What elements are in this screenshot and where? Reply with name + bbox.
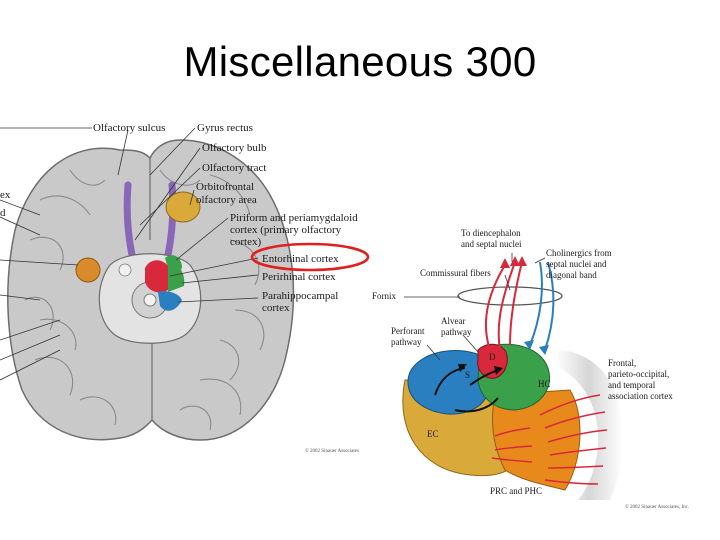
olfactory-tract-right xyxy=(164,181,177,259)
association-cortex-band xyxy=(555,350,623,500)
label-piriform-1: Piriform and periamygdaloid xyxy=(230,212,358,224)
label-cholinergic-1: Cholinergics from xyxy=(546,248,612,258)
efferent-arrows xyxy=(484,261,523,351)
label-region-ec: EC xyxy=(427,429,439,439)
label-cholinergic-2: septal nuclei and xyxy=(546,259,607,269)
label-piriform-3: cortex) xyxy=(230,236,261,248)
label-gyrus-rectus: Gyrus rectus xyxy=(197,122,253,134)
label-fornix: Fornix xyxy=(372,291,397,301)
slide-title: Miscellaneous 300 xyxy=(183,38,537,85)
entorhinal-highlight xyxy=(250,242,370,272)
label-alvear-2: pathway xyxy=(441,327,472,337)
label-olfactory-bulb: Olfactory bulb xyxy=(202,142,267,154)
orbitofrontal-area xyxy=(165,191,201,223)
label-parahippocampal-1: Parahippocampal xyxy=(262,290,338,302)
label-perforant-2: pathway xyxy=(391,337,422,347)
label-olfactory-tract: Olfactory tract xyxy=(202,162,266,174)
fornix-ring xyxy=(457,286,563,306)
afferent-arrows xyxy=(529,261,555,351)
label-alvear-1: Alvear xyxy=(441,316,466,326)
label-region-hc: HC xyxy=(538,379,551,389)
label-region-d: D xyxy=(489,352,496,362)
region-s xyxy=(407,349,494,415)
region-prc-phc xyxy=(491,389,581,491)
label-frontal-2: parieto-occipital, xyxy=(608,369,669,379)
label-region-s: S xyxy=(465,370,470,380)
ec-input-arrows xyxy=(491,427,533,463)
cortical-input-arrows xyxy=(539,394,608,485)
label-entorhinal: Entorhinal cortex xyxy=(262,253,339,265)
left-temporal-region xyxy=(75,257,101,283)
label-left-cut-2: d xyxy=(0,207,6,219)
label-perforant-1: Perforant xyxy=(391,326,425,336)
label-frontal-4: association cortex xyxy=(608,391,673,401)
label-left-cut-1: ex xyxy=(0,189,11,201)
label-prc-phc: PRC and PHC xyxy=(490,486,542,496)
perirhinal-region xyxy=(168,264,185,292)
parahippocampal-region xyxy=(158,291,182,311)
gyri-lines xyxy=(24,169,265,431)
brain-ventral-view: Olfactory sulcus Gyrus rectus Olfactory … xyxy=(0,122,370,454)
brain-leader-lines xyxy=(0,127,259,381)
label-frontal-3: and temporal xyxy=(608,380,656,390)
label-to-diencephalon-2: and septal nuclei xyxy=(461,239,522,249)
label-to-diencephalon-1: To diencephalon xyxy=(461,228,521,238)
hippo-copyright: © 2002 Sinauer Associates, Inc. xyxy=(625,504,689,510)
label-parahippocampal-2: cortex xyxy=(262,302,290,314)
label-cholinergic-3: diagonal band xyxy=(546,270,597,280)
brain-copyright: © 2002 Sinauer Associates xyxy=(305,448,359,454)
hippocampal-diagram: To diencephalon and septal nuclei Cholin… xyxy=(372,228,689,510)
label-orbitofrontal-2: olfactory area xyxy=(196,194,257,206)
entorhinal-region xyxy=(145,260,168,293)
label-olfactory-sulcus: Olfactory sulcus xyxy=(93,122,165,134)
label-orbitofrontal-1: Orbitofrontal xyxy=(196,181,254,193)
efferent-arrowheads xyxy=(500,256,527,268)
label-commissural: Commissural fibers xyxy=(420,268,491,278)
label-piriform-2: cortex (primary olfactory xyxy=(230,224,342,236)
label-perirhinal: Perirhinal cortex xyxy=(262,271,336,283)
olfactory-tract-left xyxy=(123,181,136,259)
label-frontal-1: Frontal, xyxy=(608,358,636,368)
hippo-leader-lines xyxy=(404,253,546,361)
